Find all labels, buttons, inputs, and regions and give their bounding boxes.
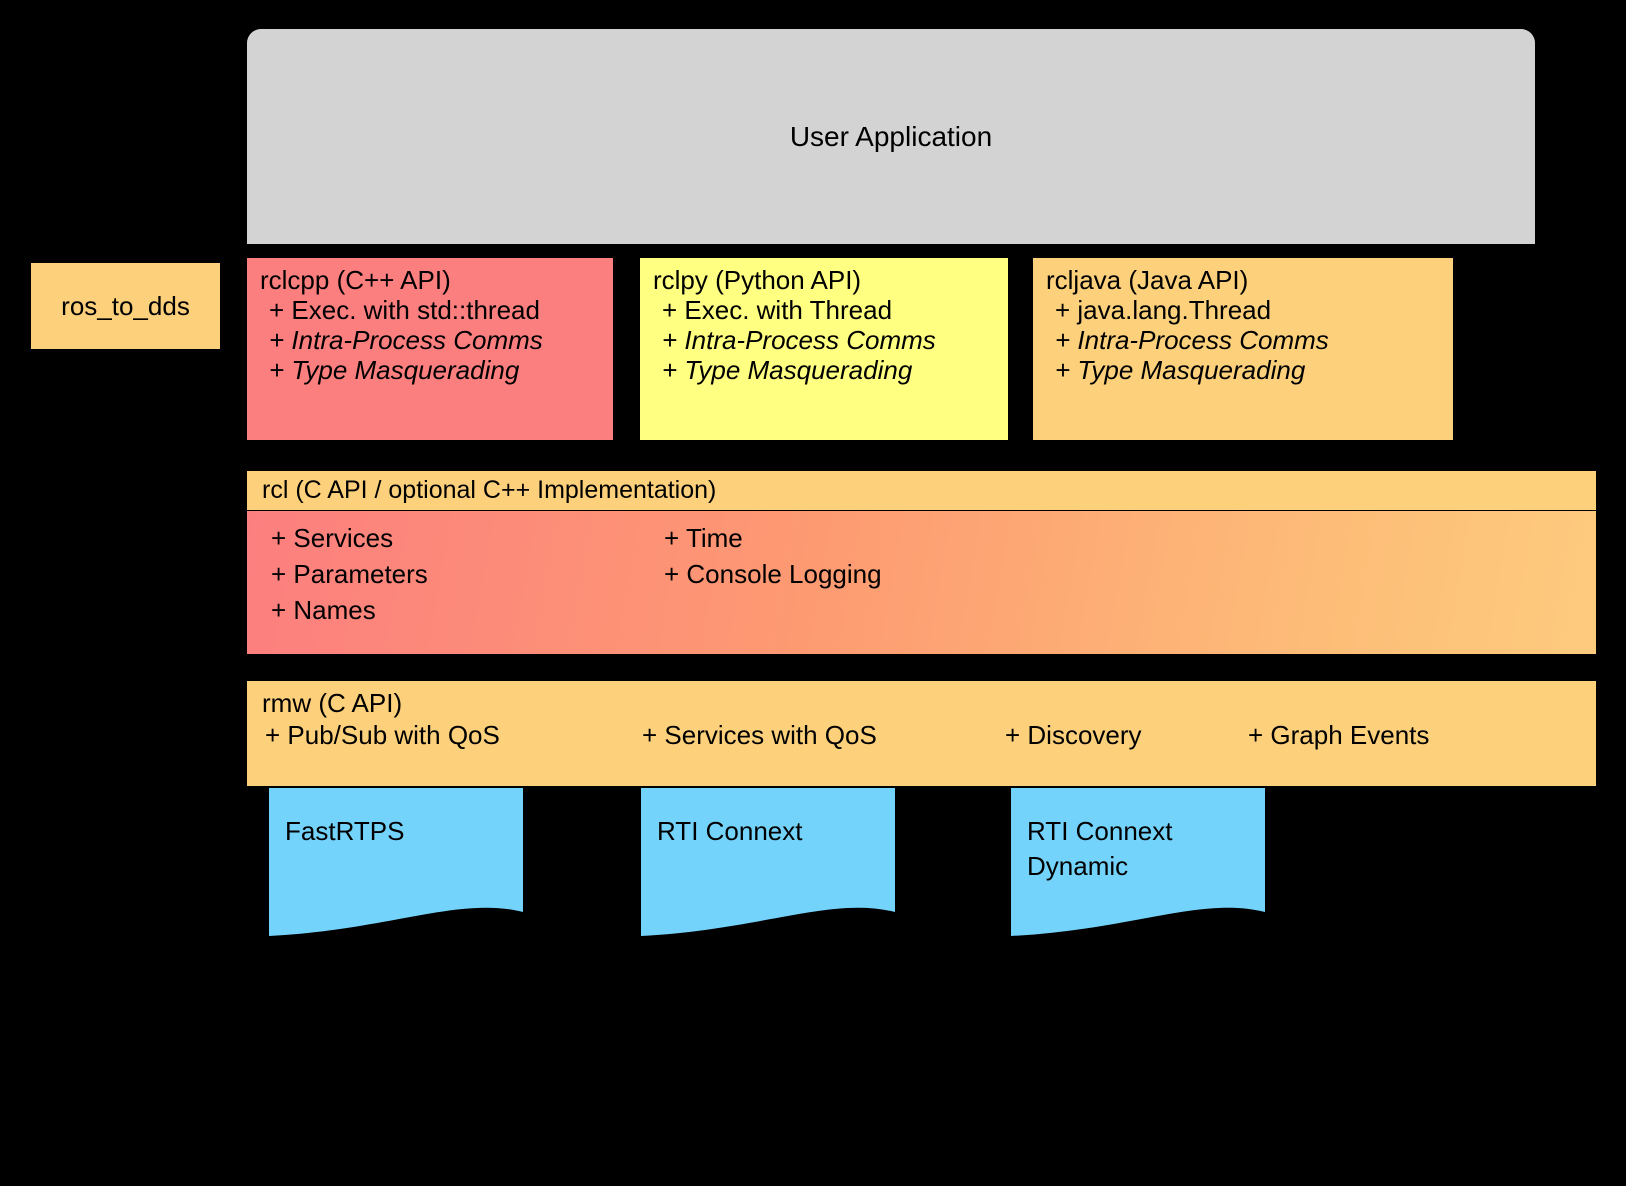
ros-to-dds-label: ros_to_dds <box>61 291 190 321</box>
rmw-feature-discovery: + Discovery <box>1005 720 1142 750</box>
rclcpp-feature-0: + Exec. with std::thread <box>269 295 540 325</box>
ros-to-dds-box: ros_to_dds <box>31 263 220 349</box>
rclcpp-box: rclcpp (C++ API) + Exec. with std::threa… <box>247 258 613 440</box>
rcljava-box: rcljava (Java API) + java.lang.Thread + … <box>1033 258 1453 440</box>
wave-shape-icon <box>269 788 523 936</box>
rclpy-feature-1: + Intra-Process Comms <box>662 325 936 355</box>
rmw-title: rmw (C API) <box>262 688 403 718</box>
rcl-feature-parameters: + Parameters <box>271 559 428 589</box>
rcljava-feature-0: + java.lang.Thread <box>1055 295 1272 325</box>
dds-rti-connext-dynamic-box: RTI Connext Dynamic <box>1011 788 1265 940</box>
dds-fastrtps-label: FastRTPS <box>285 816 405 846</box>
dds-rti-connext-dynamic-label: RTI Connext Dynamic <box>1027 816 1173 881</box>
rmw-feature-services: + Services with QoS <box>642 720 877 750</box>
rmw-feature-list: + Pub/Sub with QoS + Services with QoS +… <box>257 722 1596 756</box>
user-application-box: User Application <box>247 29 1535 244</box>
wave-shape-icon <box>641 788 895 936</box>
dds-rti-connext-box: RTI Connext <box>641 788 895 940</box>
rcl-body: + Services + Parameters + Names + Time +… <box>247 511 1596 654</box>
dds-rti-connext-label: RTI Connext <box>657 816 803 846</box>
rcljava-title: rcljava (Java API) <box>1046 265 1249 295</box>
dds-fastrtps-box: FastRTPS <box>269 788 523 940</box>
rcl-feature-console-logging: + Console Logging <box>664 559 882 589</box>
rclpy-title: rclpy (Python API) <box>653 265 862 295</box>
rclcpp-feature-2: + Type Masquerading <box>269 355 520 385</box>
rclpy-feature-0: + Exec. with Thread <box>662 295 893 325</box>
rclcpp-title: rclcpp (C++ API) <box>260 265 451 295</box>
rmw-box: rmw (C API) + Pub/Sub with QoS + Service… <box>247 681 1596 786</box>
user-application-label: User Application <box>789 120 993 152</box>
rcljava-feature-2: + Type Masquerading <box>1055 355 1306 385</box>
rcl-feature-time: + Time <box>664 523 743 553</box>
rcl-header: rcl (C API / optional C++ Implementation… <box>247 471 1596 511</box>
rclcpp-feature-1: + Intra-Process Comms <box>269 325 543 355</box>
rcljava-feature-1: + Intra-Process Comms <box>1055 325 1329 355</box>
rcl-feature-names: + Names <box>271 595 376 625</box>
rmw-feature-graph-events: + Graph Events <box>1248 720 1430 750</box>
wave-shape-icon <box>1011 788 1265 936</box>
rmw-feature-pubsub: + Pub/Sub with QoS <box>265 720 500 750</box>
rcl-feature-column-right: + Time + Console Logging <box>664 525 882 597</box>
rclpy-box: rclpy (Python API) + Exec. with Thread +… <box>640 258 1008 440</box>
rcl-title: rcl (C API / optional C++ Implementation… <box>262 476 717 504</box>
rcl-feature-column-left: + Services + Parameters + Names <box>271 525 428 633</box>
rcl-feature-services: + Services <box>271 523 394 553</box>
rclpy-feature-2: + Type Masquerading <box>662 355 913 385</box>
